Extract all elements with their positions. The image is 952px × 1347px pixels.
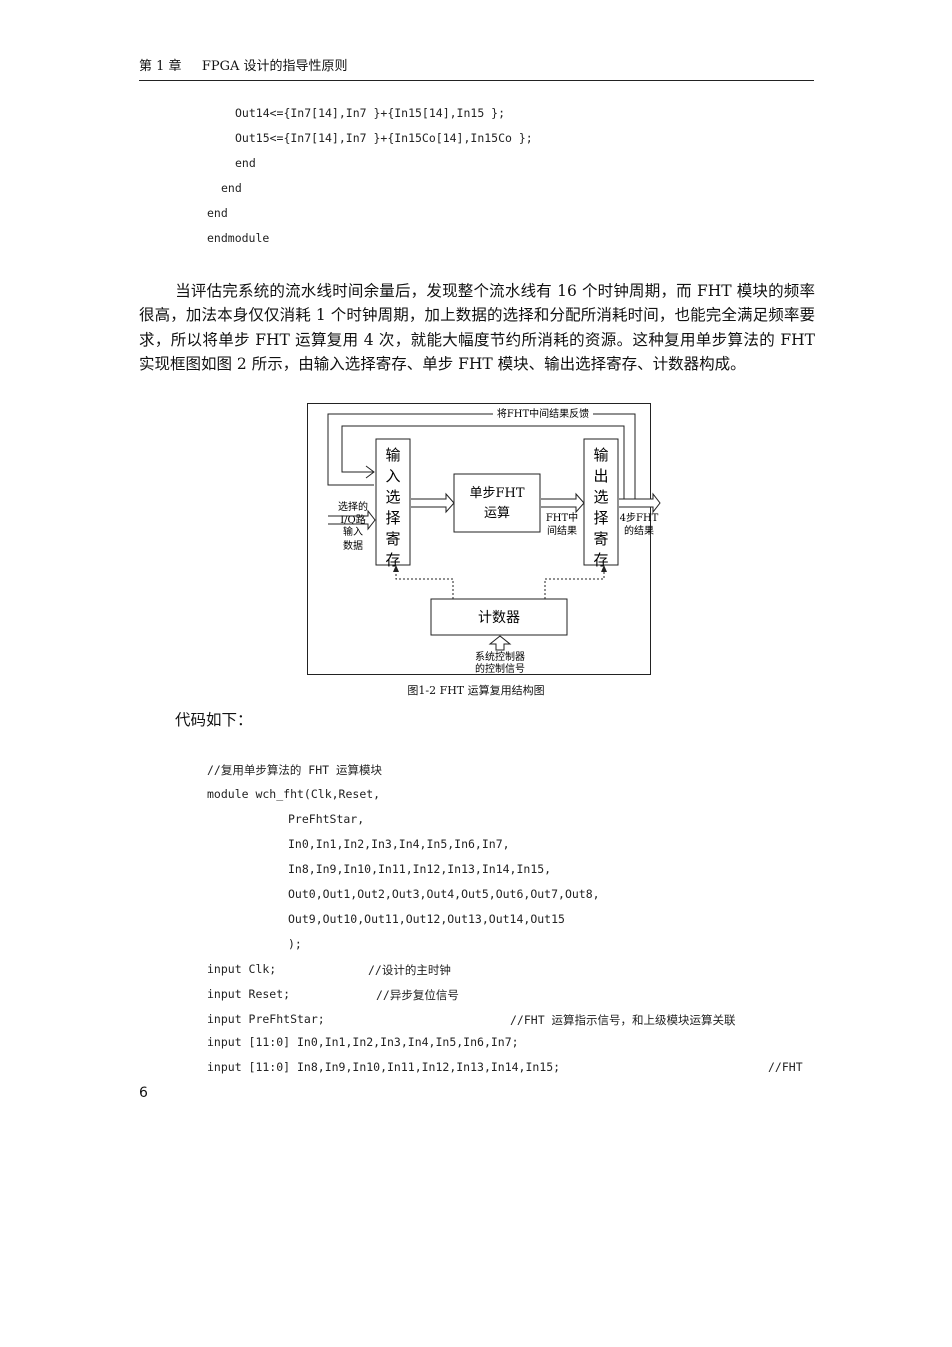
ctrl-label-1: 系统控制器 bbox=[475, 650, 525, 663]
register-char: 出 bbox=[593, 467, 608, 485]
single-step-fht-box bbox=[453, 473, 541, 533]
code-line: module wch_fht(Clk,Reset, bbox=[207, 787, 381, 801]
feedback-loop bbox=[327, 413, 636, 500]
ctrl-label-2: 的控制信号 bbox=[475, 662, 525, 675]
mid-label-1: FHT中 bbox=[546, 511, 578, 524]
figure-caption: 图1-2 FHT 运算复用结构图 bbox=[407, 684, 545, 697]
code-line: input [11:0] In0,In1,In2,In3,In4,In5,In6… bbox=[207, 1035, 519, 1049]
code-line: end bbox=[207, 206, 228, 220]
input-register-box bbox=[375, 438, 411, 566]
output-register-label: 输出选择寄存 bbox=[593, 446, 608, 569]
out-label-2: 的结果 bbox=[624, 524, 654, 537]
register-char: 选 bbox=[385, 488, 400, 506]
register-char: 输 bbox=[593, 446, 608, 464]
fht-block-line1: 单步FHT bbox=[469, 486, 524, 501]
code-line: Out9,Out10,Out11,Out12,Out13,Out14,Out15 bbox=[288, 912, 565, 926]
code-line: In0,In1,In2,In3,In4,In5,In6,In7, bbox=[288, 837, 510, 851]
input-label-3: 输入 bbox=[343, 525, 363, 538]
code-line: Out15<={In7[14],In7 }+{In15Co[14],In15Co… bbox=[235, 131, 533, 145]
register-char: 寄 bbox=[385, 530, 400, 548]
register-char: 寄 bbox=[593, 530, 608, 548]
page-header: 第 1 章 FPGA 设计的指导性原则 bbox=[139, 58, 814, 81]
code-comment: //设计的主时钟 bbox=[368, 963, 451, 977]
code-line: input Clk; bbox=[207, 962, 277, 976]
fht-block-line2: 运算 bbox=[484, 506, 510, 521]
code-comment: //异步复位信号 bbox=[376, 988, 459, 1002]
feedback-label: 将FHT中间结果反馈 bbox=[497, 407, 589, 420]
body-paragraph: 当评估完系统的流水线时间余量后，发现整个流水线有 16 个时钟周期，而 FHT … bbox=[139, 279, 815, 377]
register-char: 存 bbox=[593, 551, 608, 569]
input-label-4: 数据 bbox=[343, 539, 363, 552]
output-register-box bbox=[583, 438, 619, 566]
control-line-left bbox=[395, 570, 454, 599]
code-line: //复用单步算法的 FHT 运算模块 bbox=[207, 763, 382, 777]
paragraph-text: 当评估完系统的流水线时间余量后，发现整个流水线有 16 个时钟周期，而 FHT … bbox=[139, 282, 815, 374]
chapter-label: 第 1 章 bbox=[139, 59, 182, 74]
code-line: ); bbox=[288, 937, 302, 951]
code-line: Out0,Out1,Out2,Out3,Out4,Out5,Out6,Out7,… bbox=[288, 887, 600, 901]
fht-to-reg-arrow bbox=[541, 492, 585, 514]
output-arrow bbox=[619, 492, 661, 514]
out-label-1: 4步FHT bbox=[620, 512, 659, 524]
counter-box bbox=[430, 598, 568, 636]
code-comment: //FHT bbox=[768, 1060, 803, 1074]
control-line-right bbox=[544, 570, 605, 599]
fht-reuse-diagram: 将FHT中间结果反馈 输入选择寄存 单步FHT 运算 输出选择寄存 选择的 I/… bbox=[307, 403, 661, 675]
register-char: 选 bbox=[593, 488, 608, 506]
input-label-2: I/Q路 bbox=[340, 513, 366, 526]
register-char: 择 bbox=[593, 509, 608, 527]
register-char: 择 bbox=[385, 509, 400, 527]
page-number: 6 bbox=[139, 1085, 148, 1101]
code-line: end bbox=[235, 156, 256, 170]
register-char: 存 bbox=[385, 551, 400, 569]
code-line: PreFhtStar, bbox=[288, 812, 365, 826]
code-line: Out14<={In7[14],In7 }+{In15[14],In15 }; bbox=[235, 106, 506, 120]
code-intro: 代码如下： bbox=[175, 711, 253, 729]
register-char: 入 bbox=[385, 467, 400, 485]
reg-to-fht-arrow bbox=[411, 492, 455, 514]
input-data-arrow bbox=[328, 509, 376, 531]
code-line: endmodule bbox=[207, 231, 270, 245]
code-line: end bbox=[221, 181, 242, 195]
register-char: 输 bbox=[385, 446, 400, 464]
input-register-label: 输入选择寄存 bbox=[385, 446, 400, 569]
mid-label-2: 间结果 bbox=[547, 524, 577, 537]
code-line: input [11:0] In8,In9,In10,In11,In12,In13… bbox=[207, 1060, 561, 1074]
code-line: In8,In9,In10,In11,In12,In13,In14,In15, bbox=[288, 862, 552, 876]
chapter-title: FPGA 设计的指导性原则 bbox=[201, 59, 348, 74]
code-comment: //FHT 运算指示信号，和上级模块运算关联 bbox=[510, 1013, 736, 1027]
control-signal-arrow bbox=[488, 635, 512, 651]
code-line: input Reset; bbox=[207, 987, 291, 1001]
code-line: input PreFhtStar; bbox=[207, 1012, 325, 1026]
input-label-1: 选择的 bbox=[338, 500, 368, 513]
counter-label: 计数器 bbox=[478, 610, 520, 626]
